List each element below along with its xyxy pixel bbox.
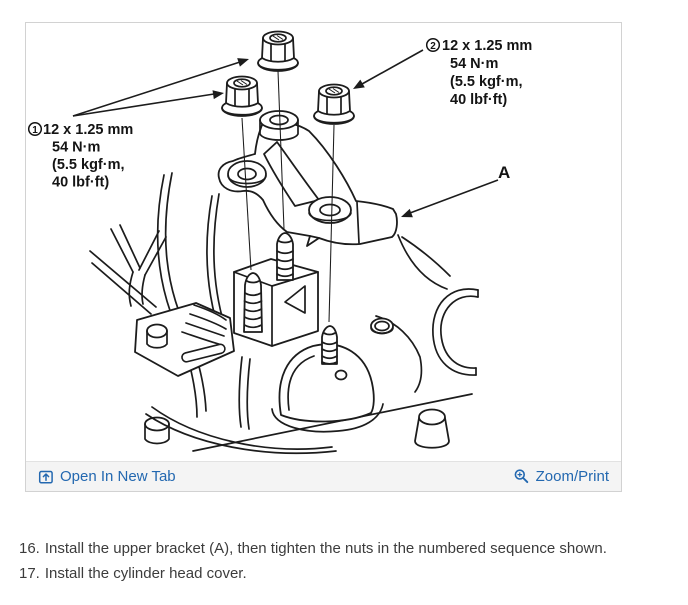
zoom-print-link[interactable]: Zoom/Print: [513, 468, 609, 485]
part-label-a: A: [498, 163, 510, 182]
engine-mount-diagram: 1 12 x 1.25 mm 54 N·m (5.5 kgf·m, 40 lbf…: [27, 30, 532, 455]
instruction-step-16: 16. Install the upper bracket (A), then …: [19, 536, 669, 561]
flange-nut-2: [221, 75, 263, 117]
leader-lines: [241, 70, 335, 323]
instruction-steps: 16. Install the upper bracket (A), then …: [19, 536, 669, 586]
open-in-new-tab-label: Open In New Tab: [60, 468, 176, 485]
sequence-marker-2-circle: [425, 37, 441, 53]
callout-1-torque-nm: 54 N·m: [52, 140, 100, 156]
open-in-new-tab-icon: [38, 470, 53, 484]
step-text: Install the cylinder head cover.: [44, 565, 247, 582]
diagram-image: 1 12 x 1.25 mm 54 N·m (5.5 kgf·m, 40 lbf…: [26, 23, 621, 461]
callout-1-size: 12 x 1.25 mm: [43, 122, 133, 138]
sequence-marker-1-circle: [27, 121, 43, 137]
torque-callout-1: 1 12 x 1.25 mm 54 N·m (5.5 kgf·m, 40 lbf…: [27, 121, 133, 191]
open-in-new-tab-link[interactable]: Open In New Tab: [38, 468, 176, 485]
step-text: Install the upper bracket (A), then tigh…: [44, 540, 607, 557]
callout-2-torque-lbf: 40 lbf·ft): [450, 92, 507, 108]
zoom-print-label: Zoom/Print: [535, 468, 609, 485]
callout-1-torque-lbf: 40 lbf·ft): [52, 175, 109, 191]
callout-1-torque-kgf: (5.5 kgf·m,: [52, 157, 125, 173]
magnifier-plus-icon: [514, 469, 528, 484]
upper-bracket: [217, 110, 398, 247]
viewer-toolbar: Open In New Tab Zoom/Print: [26, 461, 621, 491]
callout-2-size: 12 x 1.25 mm: [442, 38, 532, 54]
callout-arrows: [72, 49, 499, 218]
instruction-step-17: 17. Install the cylinder head cover.: [19, 561, 669, 586]
torque-callout-2: 2 12 x 1.25 mm 54 N·m (5.5 kgf·m, 40 lbf…: [425, 37, 532, 108]
sequence-marker-1: 1: [32, 125, 38, 136]
callout-2-torque-kgf: (5.5 kgf·m,: [450, 74, 523, 90]
step-number: 16.: [19, 540, 40, 557]
threaded-studs: [243, 232, 338, 365]
flange-nut-3: [313, 83, 355, 125]
engine-mount-dome: [271, 343, 384, 433]
sequence-marker-2: 2: [430, 41, 436, 52]
flange-nut-1: [257, 30, 299, 72]
engine-outline-art: [89, 172, 479, 455]
callout-2-torque-nm: 54 N·m: [450, 56, 498, 72]
image-viewer-panel: 1 12 x 1.25 mm 54 N·m (5.5 kgf·m, 40 lbf…: [25, 22, 622, 492]
step-number: 17.: [19, 565, 40, 582]
